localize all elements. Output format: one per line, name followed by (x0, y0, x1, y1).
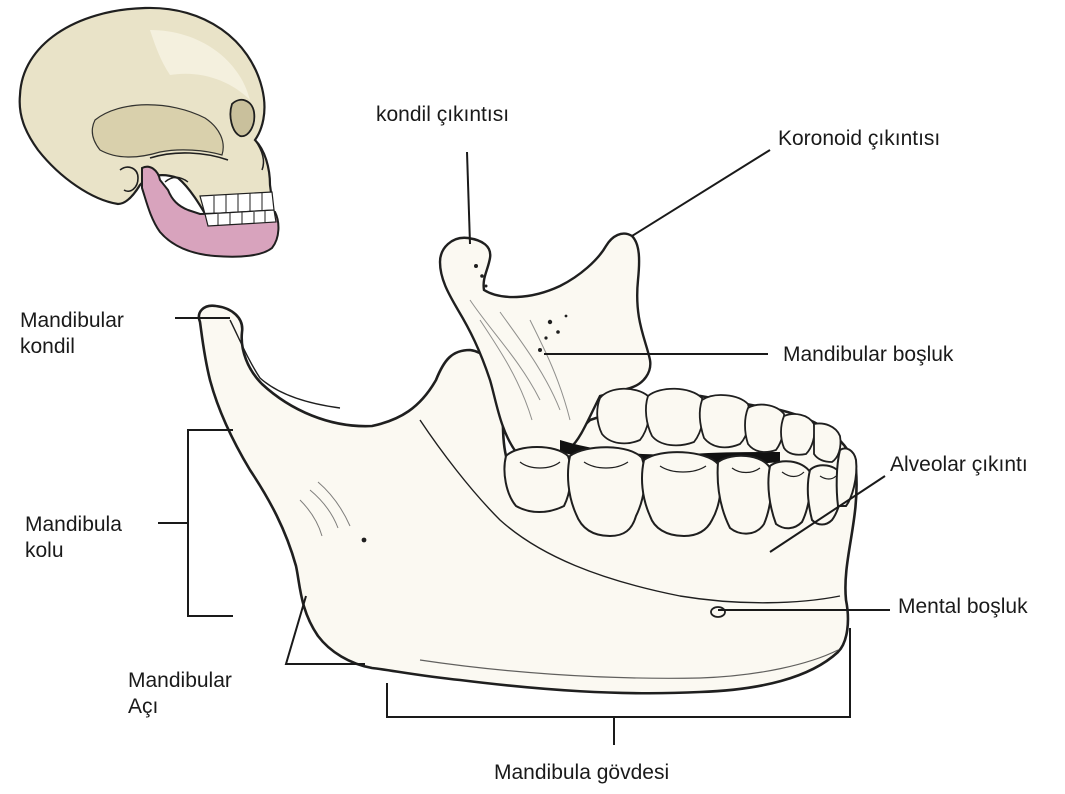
label-koronoid-cikintisi: Koronoid çıkıntısı (778, 126, 940, 152)
skull-orbit (230, 100, 254, 136)
label-mandibular-aci-line1: Mandibular (128, 668, 232, 694)
label-mandibula-kolu-line2: kolu (25, 538, 122, 564)
label-mandibular-aci-line2: Açı (128, 694, 232, 720)
label-mandibular-aci: Mandibular Açı (128, 668, 232, 720)
label-mental-bosluk: Mental boşluk (898, 594, 1028, 620)
mental-foramen (711, 607, 725, 617)
mandible-small-foramen (362, 538, 367, 543)
label-kondil-cikintisi: kondil çıkıntısı (376, 102, 509, 128)
label-mandibula-kolu-line1: Mandibula (25, 512, 122, 538)
label-alveolar-cikinti: Alveolar çıkıntı (890, 452, 1028, 478)
label-mandibula-govdesi: Mandibula gövdesi (494, 760, 669, 786)
label-mandibular-bosluk: Mandibular boşluk (783, 342, 953, 368)
leader-koronoid (632, 150, 770, 236)
leader-kondil-cikintisi (467, 152, 470, 244)
label-mandibular-kondil: Mandibular kondil (20, 308, 124, 360)
label-mandibula-kolu: Mandibula kolu (25, 512, 122, 564)
skull-inset (20, 8, 279, 257)
label-mandibular-kondil-line2: kondil (20, 334, 124, 360)
label-mandibular-kondil-line1: Mandibular (20, 308, 124, 334)
bracket-mandibula-kolu (188, 430, 233, 616)
